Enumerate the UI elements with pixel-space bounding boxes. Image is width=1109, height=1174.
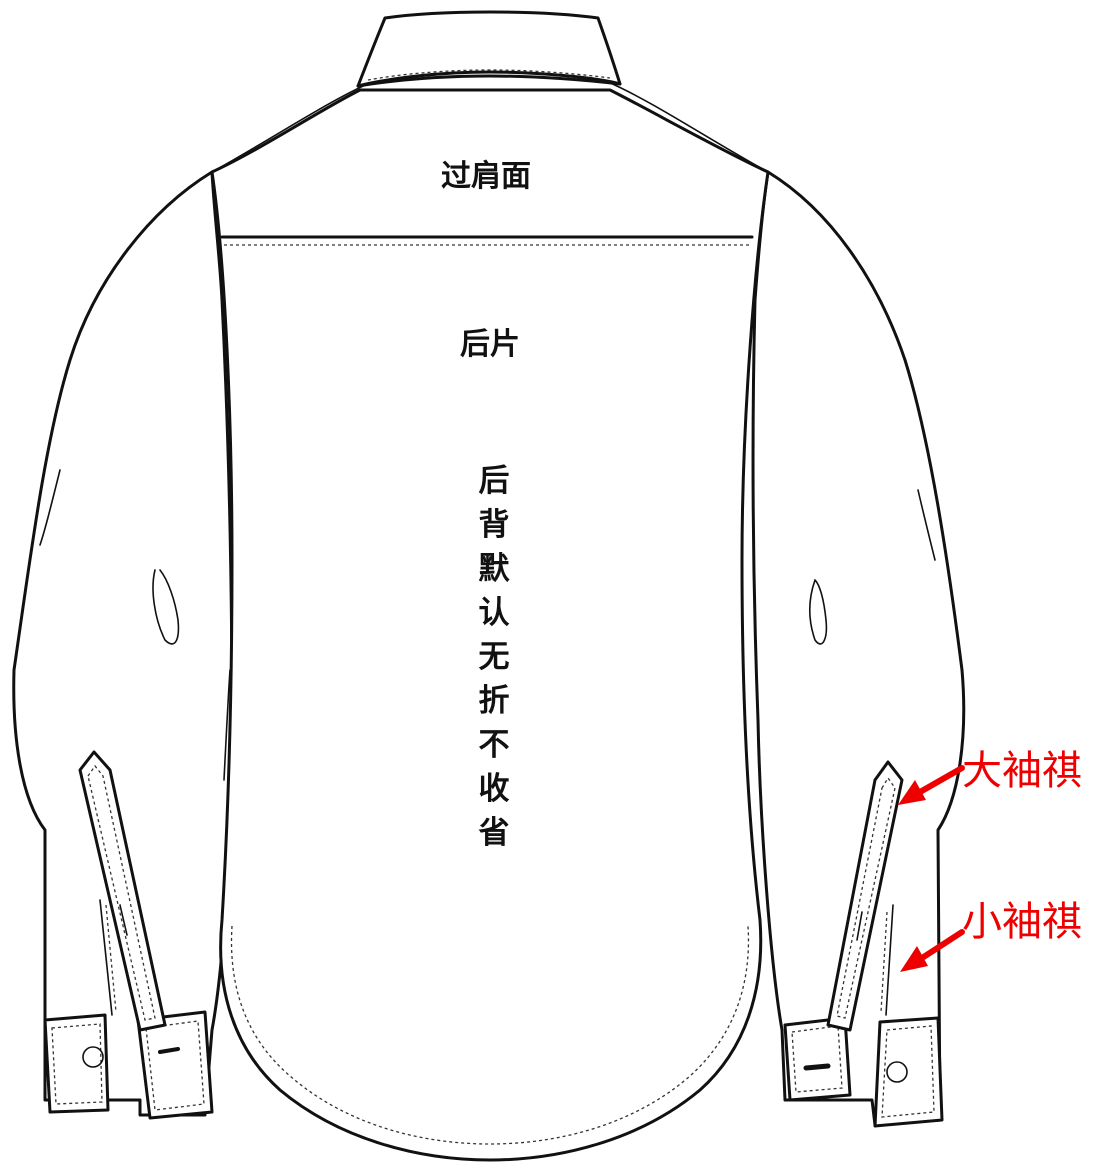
back-note-char: 背	[479, 507, 510, 543]
right-sleeve	[751, 170, 966, 1127]
back-body	[210, 81, 770, 1162]
small-placket-label: 小袖祺	[962, 899, 1082, 945]
back-note-vertical: 后 背 默 认 无 折 不 收 省	[479, 463, 511, 851]
arrow-small-placket	[900, 929, 965, 972]
left-big-placket	[78, 750, 167, 1032]
back-note-char: 无	[479, 639, 510, 675]
collar	[356, 10, 622, 88]
arrow-big-placket	[898, 765, 965, 805]
right-big-placket	[826, 760, 904, 1032]
back-note-char: 收	[479, 771, 510, 807]
back-note-char: 后	[479, 463, 510, 499]
right-cuff	[783, 1016, 944, 1128]
back-note-char: 认	[479, 595, 510, 631]
left-small-placket	[99, 899, 117, 1016]
back-note-char: 折	[479, 683, 510, 719]
yoke-label: 过肩面	[441, 159, 531, 194]
left-sleeve	[12, 170, 234, 1117]
back-panel-label: 后片	[460, 327, 520, 362]
back-note-char: 默	[479, 551, 511, 587]
right-small-placket	[880, 904, 894, 1016]
back-note-char: 省	[479, 815, 510, 851]
left-cuff	[43, 1010, 214, 1120]
big-placket-label: 大袖祺	[962, 748, 1082, 794]
back-note-char: 不	[479, 727, 510, 763]
